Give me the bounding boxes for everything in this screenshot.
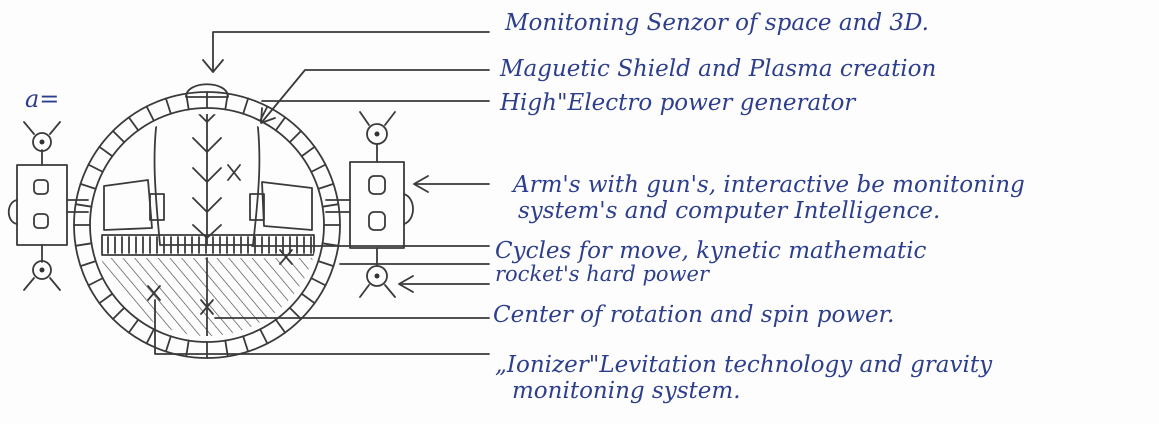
ring-segment [88, 165, 102, 172]
ring-segment [147, 106, 154, 120]
ring-segment [81, 261, 96, 266]
label-shield: Maguetic Shield and Plasma creation [499, 56, 936, 82]
ring-segment [99, 147, 112, 156]
ring-segment [76, 243, 92, 246]
ring-segment [166, 336, 171, 351]
label-generator: High"Electro power generator [499, 90, 857, 116]
ring-segment [311, 165, 325, 172]
label-ionizer-2: monitoning system. [512, 378, 741, 404]
inner-body [96, 98, 320, 340]
ring-segment [260, 329, 267, 343]
annotation-labels: Monitoning Senzor of space and 3D. Mague… [493, 10, 1025, 404]
ring-segment [81, 184, 96, 189]
ring-segment [243, 336, 248, 351]
ring-segment [290, 131, 301, 142]
label-rockets: rocket's hard power [495, 262, 711, 286]
ring-segment [276, 320, 285, 333]
ring-segment [318, 184, 333, 189]
ring-segment [129, 320, 138, 333]
label-rotation: Center of rotation and spin power. [493, 302, 894, 328]
label-arms-2: system's and computer Intelligence. [518, 198, 940, 224]
ring-segment [147, 329, 154, 343]
ring-segment [99, 294, 112, 303]
side-mark-label: a= [25, 85, 59, 113]
label-sensor: Monitoning Senzor of space and 3D. [504, 10, 929, 36]
ring-segment [311, 278, 325, 285]
label-arms: Arm's with gun's, interactive be moniton… [511, 172, 1025, 198]
ring-segment [276, 117, 285, 130]
label-cycles: Cycles for move, kynetic mathematic [495, 238, 927, 264]
label-ionizer: „Ionizer"Levitation technology and gravi… [495, 352, 993, 378]
ring-segment [76, 204, 92, 207]
ring-segment [302, 294, 315, 303]
right-gun-module [250, 182, 312, 230]
ring-segment [318, 261, 333, 266]
ring-segment [323, 204, 339, 207]
ring-segment [243, 99, 248, 114]
ring-segment [166, 99, 171, 114]
ring-segment [88, 278, 102, 285]
ring-segment [302, 147, 315, 156]
ring-segment [113, 308, 124, 319]
ring-segment [113, 131, 124, 142]
ring-segment [129, 117, 138, 130]
